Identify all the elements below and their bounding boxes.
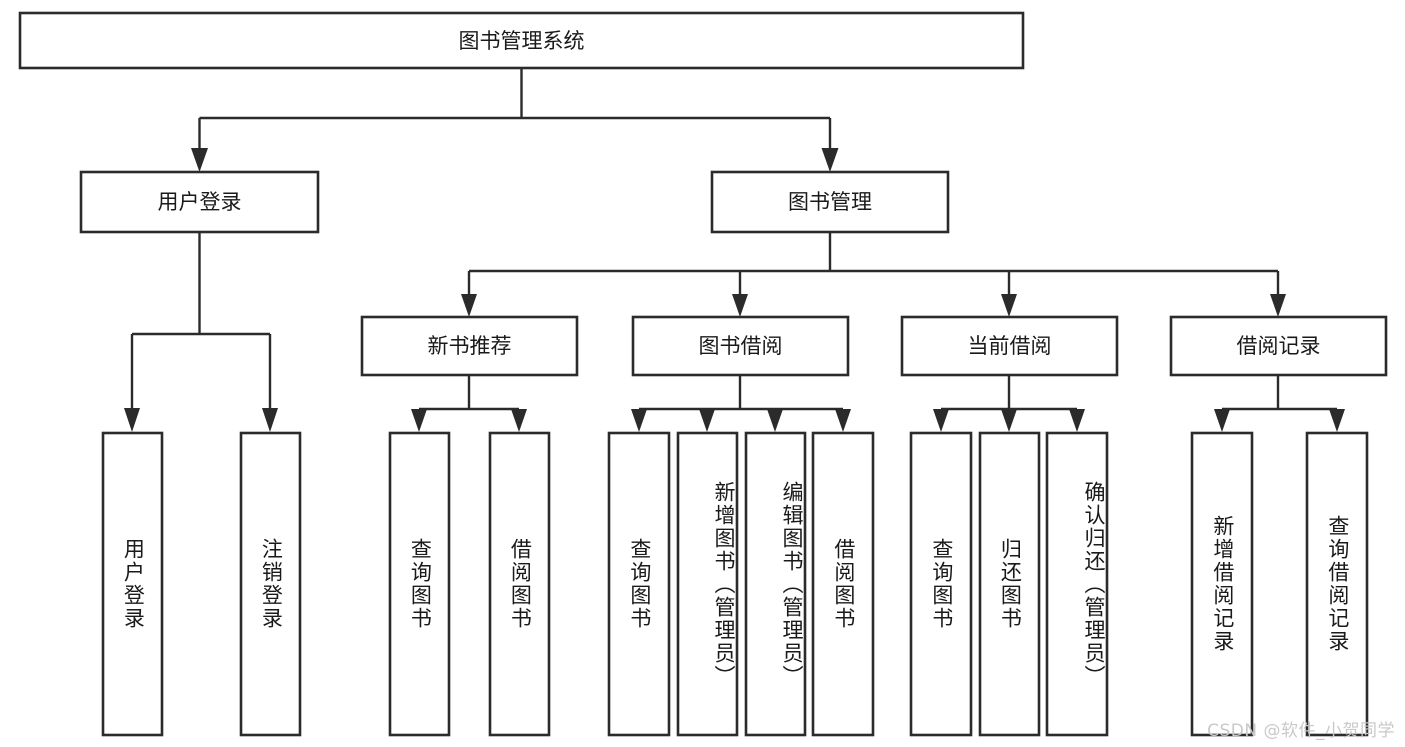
arrow-head-userlogin xyxy=(191,148,208,172)
node-book-borrow-label: 图书借阅 xyxy=(699,334,783,358)
arrow-head-bookmgmt xyxy=(821,148,839,172)
connector-group-newbook xyxy=(411,375,527,432)
connector-group-root xyxy=(191,67,839,172)
node-book-borrow-rect[interactable] xyxy=(631,315,850,377)
arrow-head-leaf-edit-book xyxy=(767,409,783,432)
node-book-management[interactable]: 图书管理 xyxy=(710,170,950,234)
node-borrow-record-label: 借阅记录 xyxy=(1237,334,1321,358)
node-new-book-recommend-rect[interactable] xyxy=(360,315,579,377)
arrow-head-book-borrow xyxy=(732,294,748,317)
leaf-add-record-rect[interactable] xyxy=(1190,431,1254,737)
node-current-borrow[interactable]: 当前借阅 xyxy=(900,315,1119,377)
leaf-boxes-group xyxy=(101,431,1369,737)
arrow-head-leaf-add-record xyxy=(1214,409,1230,432)
node-root-rect[interactable] xyxy=(18,11,1025,70)
leaf-add-book-rect[interactable] xyxy=(676,431,739,737)
leaf-edit-book-rect[interactable] xyxy=(744,431,807,737)
arrow-head-leaf-borrow-book xyxy=(835,409,851,432)
node-new-book-recommend-label: 新书推荐 xyxy=(428,334,512,358)
node-current-borrow-label: 当前借阅 xyxy=(968,334,1052,358)
leaf-query-record-rect[interactable] xyxy=(1305,431,1369,737)
arrow-head-leaf-borrow-book-rec xyxy=(511,409,527,432)
node-new-book-recommend[interactable]: 新书推荐 xyxy=(360,315,579,377)
node-root[interactable]: 图书管理系统 xyxy=(18,11,1025,70)
arrow-head-current-borrow xyxy=(1001,294,1017,317)
arrow-head-borrow-record xyxy=(1270,294,1286,317)
leaf-user-logout-rect[interactable] xyxy=(239,431,302,737)
arrow-head-leaf-query-book-borrow xyxy=(631,409,647,432)
arrow-head-leaf-user-login xyxy=(124,408,140,432)
node-user-login[interactable]: 用户登录 xyxy=(79,170,320,234)
connector-group-bookmgmt xyxy=(461,232,1286,317)
arrow-head-leaf-return-book xyxy=(1001,409,1017,432)
node-borrow-record[interactable]: 借阅记录 xyxy=(1169,315,1388,377)
arrow-head-leaf-add-book xyxy=(699,409,715,432)
leaf-user-login-rect[interactable] xyxy=(101,431,164,737)
node-root-label: 图书管理系统 xyxy=(459,29,585,53)
arrow-head-leaf-query-record xyxy=(1329,409,1345,432)
leaf-query-book-rec-rect[interactable] xyxy=(388,431,451,737)
connector-group-userlogin xyxy=(124,232,278,432)
leaf-confirm-return-rect[interactable] xyxy=(1045,431,1109,737)
arrow-head-leaf-query-book-current xyxy=(933,409,949,432)
leaf-borrow-book-rect[interactable] xyxy=(811,431,875,737)
leaf-return-book-rect[interactable] xyxy=(978,431,1041,737)
node-user-login-rect[interactable] xyxy=(79,170,320,234)
leaf-query-book-borrow-rect[interactable] xyxy=(607,431,671,737)
connector-group-bookborrow xyxy=(631,375,851,432)
leaf-query-book-current-rect[interactable] xyxy=(909,431,973,737)
connector-group-borrowrecord xyxy=(1214,375,1345,432)
node-borrow-record-rect[interactable] xyxy=(1169,315,1388,377)
arrow-head-leaf-confirm-return xyxy=(1069,409,1085,432)
node-book-borrow[interactable]: 图书借阅 xyxy=(631,315,850,377)
arrow-head-leaf-query-book-rec xyxy=(411,409,427,432)
leaf-borrow-book-rec-rect[interactable] xyxy=(488,431,551,737)
node-book-management-rect[interactable] xyxy=(710,170,950,234)
connector-group-currentborrow xyxy=(933,375,1085,432)
csdn-watermark: CSDN @软件_小贺同学 xyxy=(1207,721,1395,741)
node-current-borrow-rect[interactable] xyxy=(900,315,1119,377)
arrow-head-leaf-user-logout xyxy=(262,408,278,432)
node-user-login-label: 用户登录 xyxy=(158,190,242,214)
arrow-head-new-book-recommend xyxy=(461,294,477,317)
node-book-management-label: 图书管理 xyxy=(788,190,872,214)
